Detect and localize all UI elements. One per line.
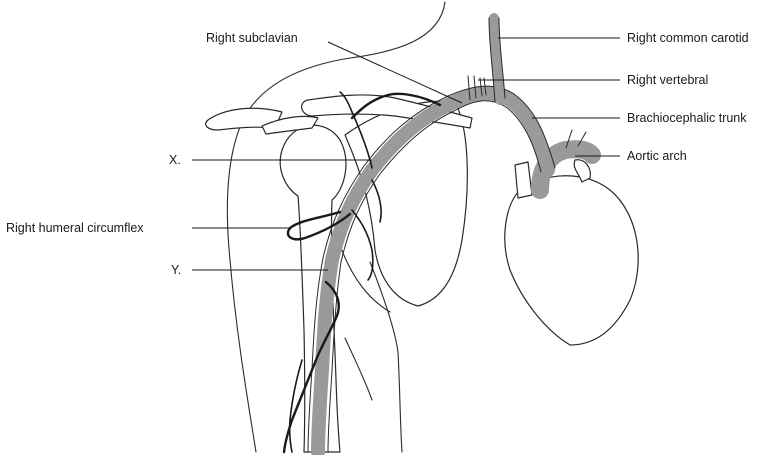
- collateral-artery: [290, 360, 302, 452]
- subscapular-artery: [352, 210, 373, 280]
- label-y: Y.: [171, 263, 181, 277]
- label-aortic-arch: Aortic arch: [627, 149, 687, 163]
- label-x: X.: [169, 153, 181, 167]
- label-right-humeral-circumflex: Right humeral circumflex: [6, 221, 144, 235]
- heart: [505, 160, 638, 345]
- label-right-subclavian: Right subclavian: [206, 31, 298, 45]
- label-right-common-carotid: Right common carotid: [627, 31, 749, 45]
- label-right-vertebral: Right vertebral: [627, 73, 708, 87]
- label-brachiocephalic-trunk: Brachiocephalic trunk: [627, 111, 747, 125]
